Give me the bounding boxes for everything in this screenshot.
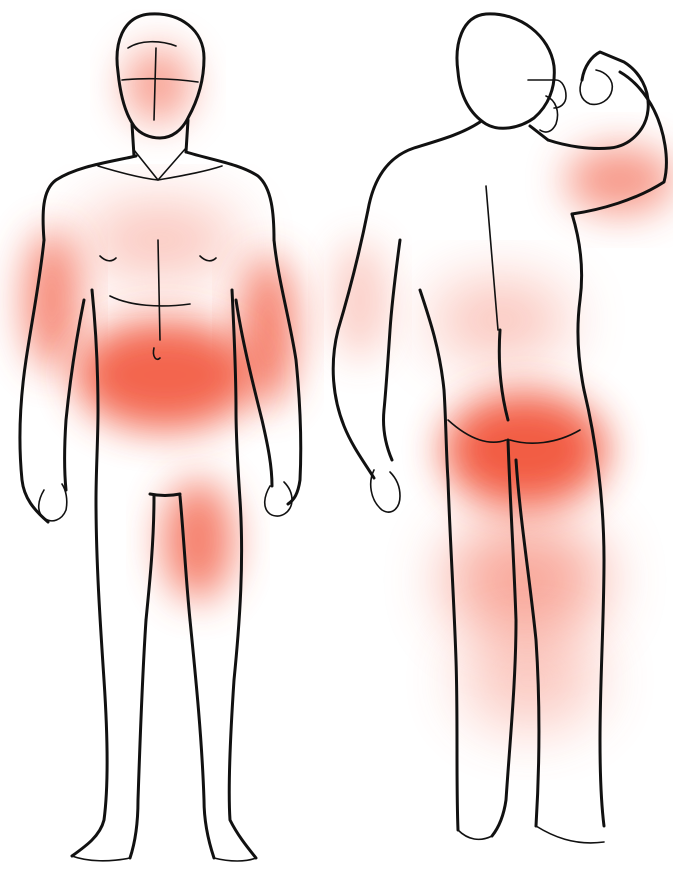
highlight-face <box>124 47 192 123</box>
highlight-right-upper-arm <box>24 230 80 370</box>
front-hand-right <box>265 482 292 516</box>
highlight-hanging-arm <box>334 240 386 360</box>
highlight-left-thigh <box>162 480 234 600</box>
back-view-figure <box>331 14 673 846</box>
front-view-figure <box>20 14 301 861</box>
highlight-buttocks <box>443 392 607 508</box>
highlight-chest <box>80 202 240 278</box>
highlight-calves <box>460 630 600 730</box>
front-neck-right <box>186 120 188 152</box>
front-neck-left <box>132 124 134 156</box>
highlight-abdomen <box>75 320 255 430</box>
